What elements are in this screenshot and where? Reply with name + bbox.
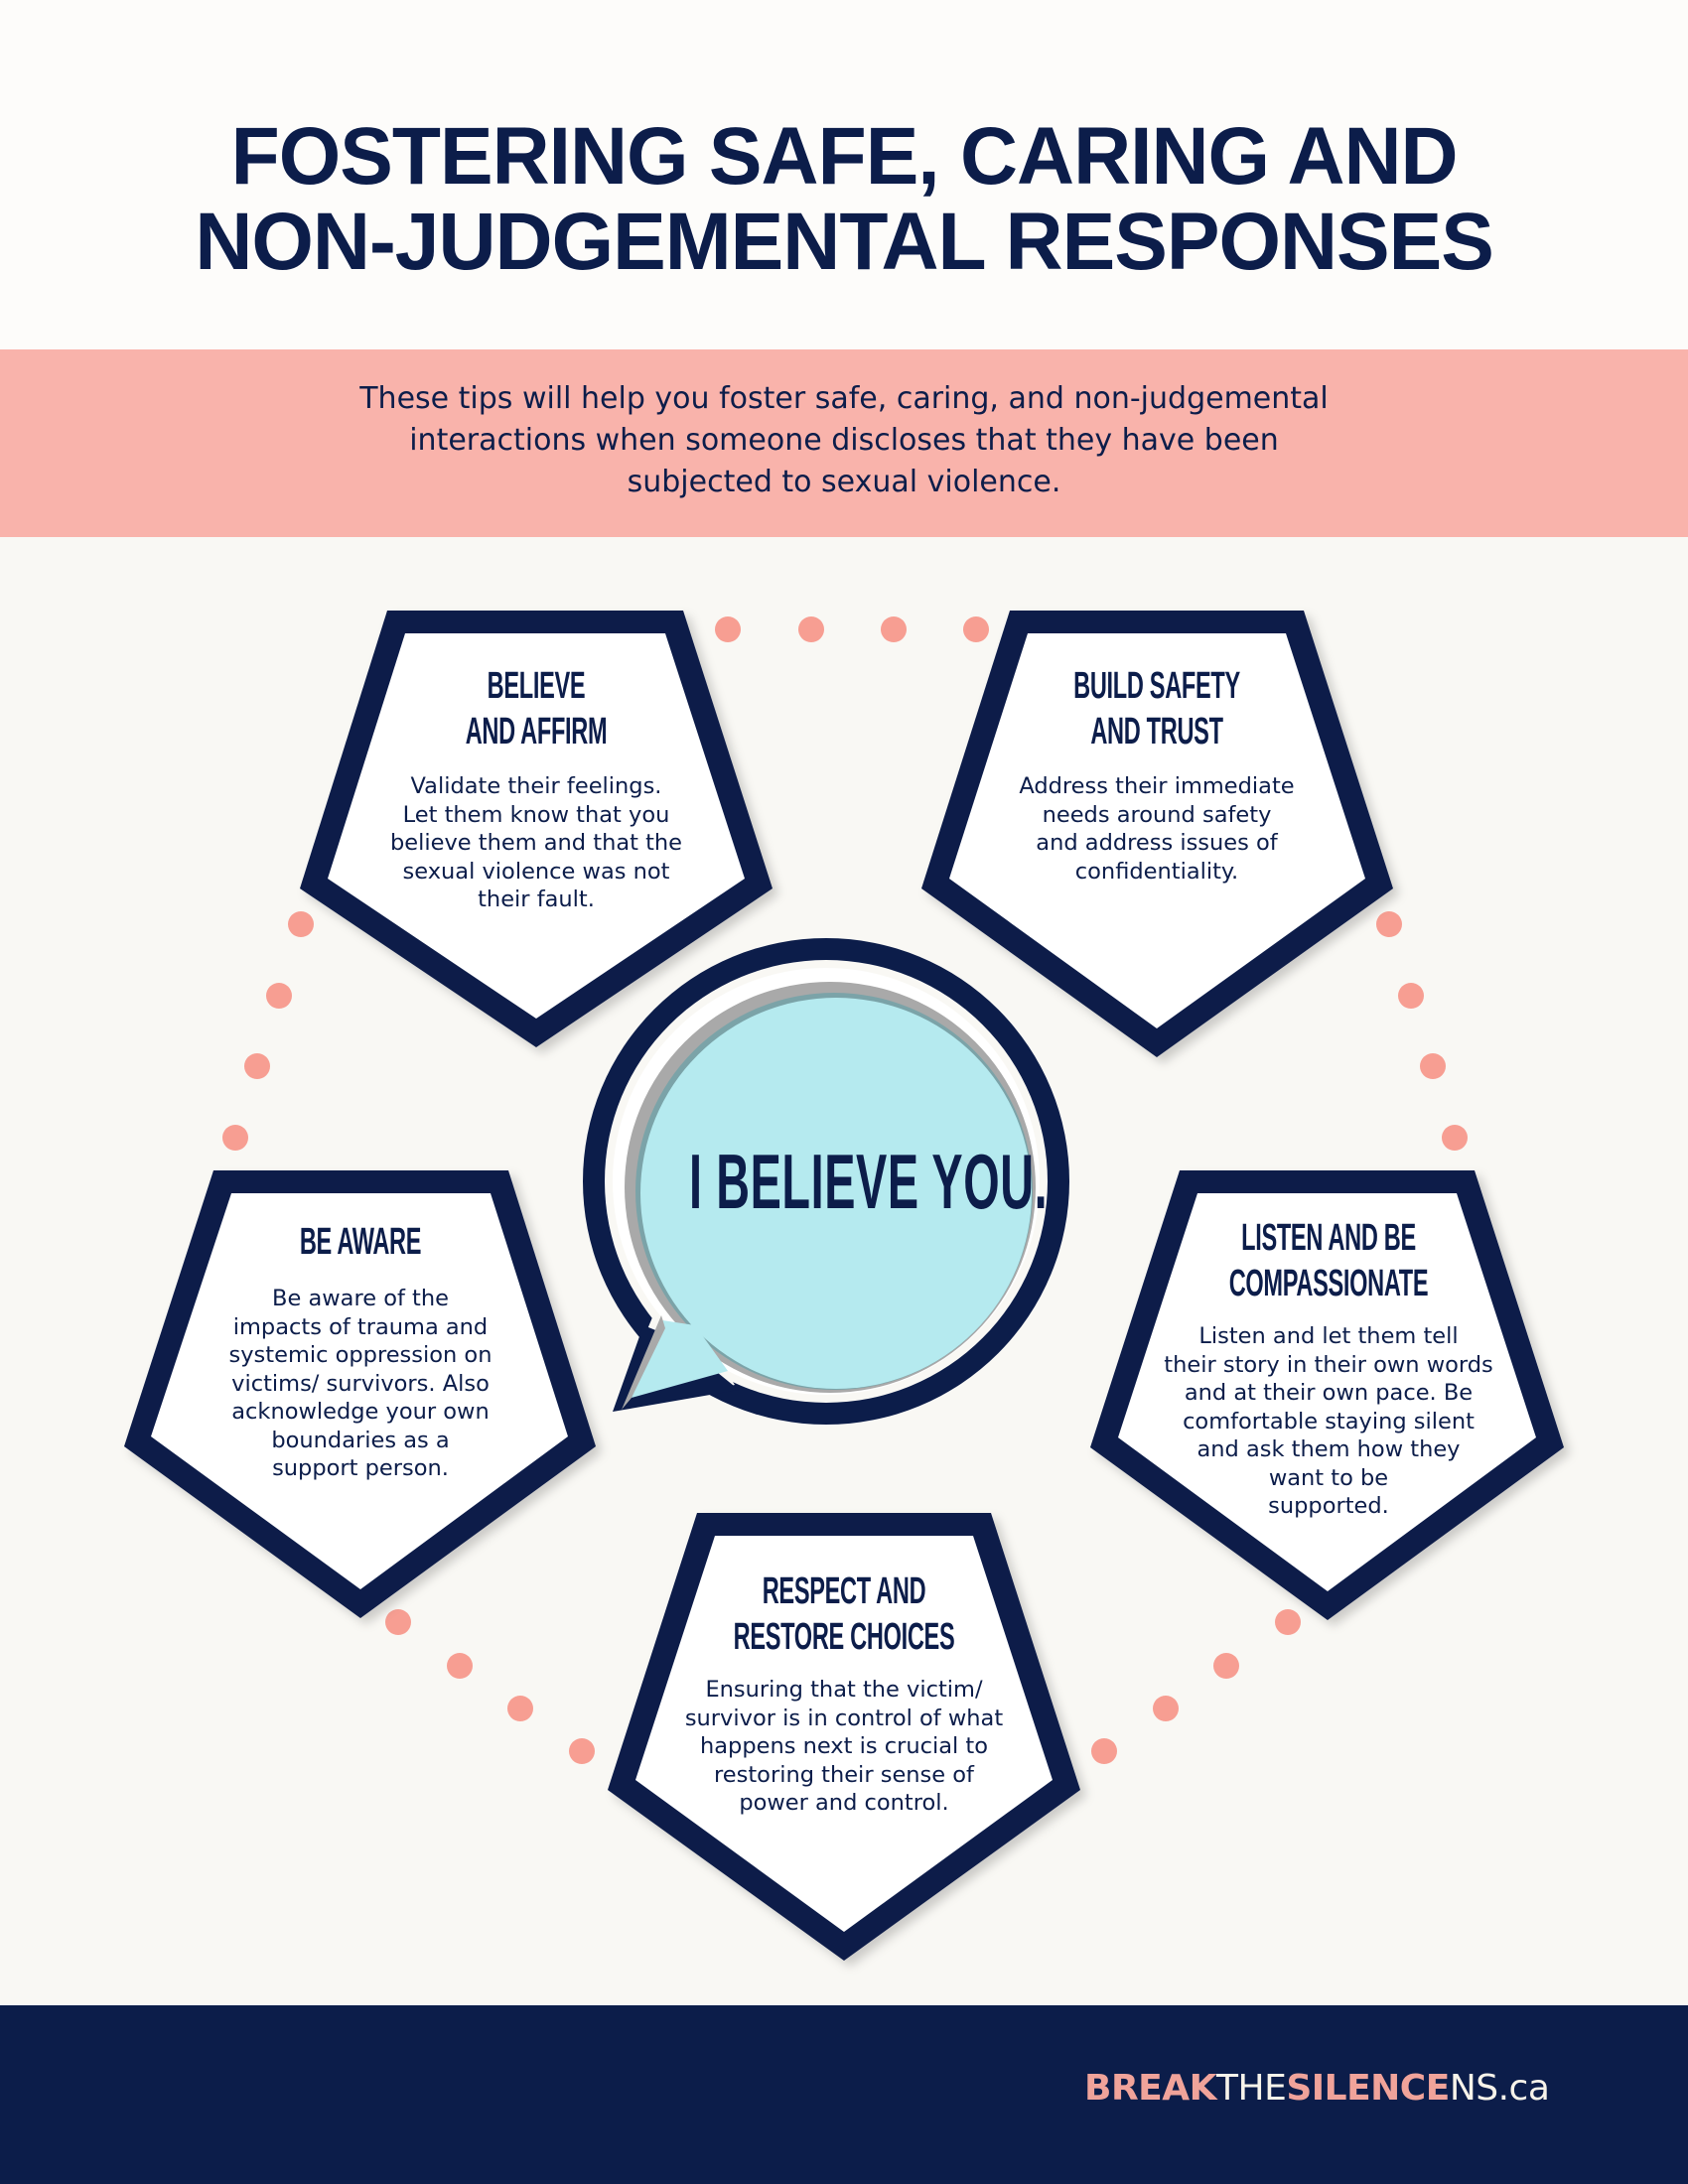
card-listen: LISTEN AND BE COMPASSIONATE Listen and l… — [1125, 1215, 1532, 1521]
pentagon-listen — [1090, 1170, 1564, 1620]
intro-line: interactions when someone discloses that… — [409, 423, 1279, 458]
intro-line: subjected to sexual violence. — [627, 465, 1061, 499]
footer: BREAKTHESILENCENS.ca — [0, 2005, 1688, 2184]
heading-line: AND AFFIRM — [465, 711, 608, 752]
body-line: and at their own pace. Be — [1184, 1380, 1474, 1406]
body-line: acknowledge your own — [231, 1399, 490, 1425]
card-body: Be aware of the impacts of trauma and sy… — [162, 1285, 559, 1483]
body-line: sexual violence was not — [402, 858, 670, 885]
intro-band: These tips will help you foster safe, ca… — [0, 349, 1688, 537]
body-line: restoring their sense of — [714, 1761, 974, 1788]
card-heading: BE AWARE — [237, 1219, 484, 1265]
card-body: Validate their feelings. Let them know t… — [338, 772, 735, 914]
body-line: supported. — [1268, 1493, 1389, 1519]
logo-the: THE — [1216, 2068, 1287, 2109]
body-line: Address their immediate — [1019, 773, 1295, 799]
body-line: want to be — [1268, 1464, 1389, 1491]
heading-line: AND TRUST — [1090, 711, 1223, 752]
card-heading: BELIEVE AND AFFIRM — [413, 663, 659, 754]
website-link[interactable]: BREAKTHESILENCENS.ca — [1084, 2068, 1550, 2109]
pentagon-be-aware — [124, 1170, 596, 1618]
body-line: survivor is in control of what — [684, 1705, 1004, 1731]
intro-text: These tips will help you foster safe, ca… — [199, 378, 1489, 503]
card-heading: BUILD SAFETY AND TRUST — [1034, 663, 1280, 754]
body-line: believe them and that the — [389, 830, 683, 856]
body-line: comfortable staying silent — [1183, 1408, 1475, 1434]
body-line: systemic oppression on — [228, 1342, 492, 1368]
speech-bubble-icon — [578, 933, 1074, 1430]
body-line: Let them know that you — [402, 801, 670, 828]
body-line: impacts of trauma and — [232, 1313, 489, 1340]
card-body: Ensuring that the victim/ survivor is in… — [640, 1676, 1048, 1818]
heading-line: BUILD SAFETY — [1073, 665, 1240, 707]
body-line: Listen and let them tell — [1198, 1323, 1459, 1349]
body-line: Validate their feelings. — [410, 773, 662, 799]
logo-break: BREAK — [1084, 2068, 1217, 2109]
card-build-safety: BUILD SAFETY AND TRUST Address their imm… — [958, 663, 1355, 886]
connector-dots — [222, 616, 1468, 1764]
body-line: their story in their own words — [1164, 1351, 1493, 1378]
card-be-aware: BE AWARE Be aware of the impacts of trau… — [162, 1219, 559, 1483]
pentagon-respect — [608, 1513, 1080, 1961]
logo-silence: SILENCE — [1286, 2068, 1450, 2109]
card-believe: BELIEVE AND AFFIRM Validate their feelin… — [338, 663, 735, 914]
body-line: their fault. — [478, 887, 595, 912]
card-heading: RESPECT AND RESTORE CHOICES — [718, 1569, 970, 1660]
title-line-1: FOSTERING SAFE, CARING AND — [230, 111, 1458, 202]
body-line: victims/ survivors. Also — [231, 1370, 490, 1397]
pentagon-build-safety — [921, 611, 1393, 1057]
card-body: Listen and let them tell their story in … — [1125, 1322, 1532, 1521]
body-line: boundaries as a — [271, 1427, 450, 1453]
header — [0, 0, 1688, 349]
title-line-2: NON-JUDGEMENTAL RESPONSES — [195, 197, 1494, 287]
heading-line: LISTEN AND BE — [1241, 1217, 1416, 1259]
body-line: happens next is crucial to — [700, 1733, 988, 1759]
body-line: confidentiality. — [1074, 858, 1239, 885]
card-body: Address their immediate needs around saf… — [958, 772, 1355, 886]
pentagon-believe — [300, 611, 773, 1047]
body-line: and address issues of — [1036, 830, 1278, 856]
body-line: Be aware of the — [272, 1286, 449, 1311]
logo-ns-ca: NS.ca — [1449, 2068, 1550, 2109]
card-heading: LISTEN AND BE COMPASSIONATE — [1202, 1215, 1455, 1306]
card-respect: RESPECT AND RESTORE CHOICES Ensuring tha… — [640, 1569, 1048, 1818]
body-line: and ask them how they — [1196, 1436, 1461, 1462]
heading-line: BELIEVE — [487, 665, 586, 707]
heading-line: RESTORE CHOICES — [733, 1616, 955, 1658]
intro-line: These tips will help you foster safe, ca… — [359, 381, 1329, 416]
page-title: FOSTERING SAFE, CARING AND NON-JUDGEMENT… — [0, 114, 1688, 285]
heading-line: BE AWARE — [299, 1221, 422, 1263]
body-line: needs around safety — [1042, 801, 1272, 828]
heading-line: COMPASSIONATE — [1228, 1263, 1429, 1304]
body-line: power and control. — [739, 1790, 949, 1816]
bubble-text: I BELIEVE YOU. — [689, 1138, 1049, 1225]
body-line: Ensuring that the victim/ — [705, 1677, 983, 1703]
body-line: support person. — [272, 1455, 449, 1481]
heading-line: RESPECT AND — [762, 1570, 926, 1612]
